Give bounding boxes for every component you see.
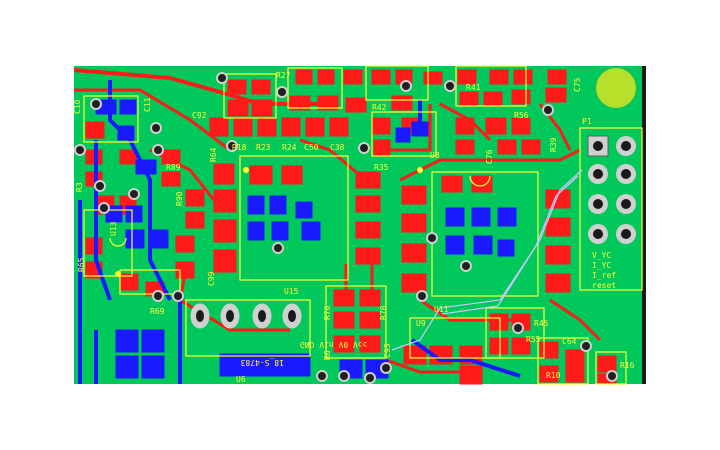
label-u13: U13 (109, 221, 118, 236)
u11-pin1-dot (417, 167, 423, 173)
label-r45: R45 (534, 319, 549, 328)
p1-header[interactable] (587, 135, 636, 244)
label-u11: U11 (434, 305, 449, 314)
label-r10: R10 (546, 371, 561, 380)
label-r23: R23 (256, 143, 271, 152)
connector-label-reset: reset (592, 281, 616, 290)
label-u8: U8 (430, 151, 440, 160)
label-c50: C50 (304, 143, 319, 152)
label-c10: C10 (73, 99, 82, 114)
label-c76: C76 (485, 149, 494, 164)
bottom-header[interactable] (190, 303, 302, 329)
connector-label-i-yc: I_YC (592, 261, 611, 270)
label-c92: C92 (192, 111, 207, 120)
mirrored-header-pins: GND Vin V0 Vcc (300, 340, 368, 349)
label-r3: R3 (75, 182, 84, 192)
label-c11: C11 (143, 97, 152, 112)
label-r39: R39 (549, 137, 558, 152)
vias (74, 72, 618, 384)
connector-label-v-yc: V_YC (592, 251, 611, 260)
label-r90: R90 (175, 191, 184, 206)
label-u6: U6 (236, 375, 246, 384)
label-r16: R16 (620, 361, 635, 370)
highlight-traces (391, 169, 583, 351)
label-c38: C38 (330, 143, 345, 152)
connector-label-i-ref: I_ref (592, 271, 616, 280)
label-u9: U9 (416, 319, 426, 328)
label-r41: R41 (466, 83, 481, 92)
u13-pin1-dot (115, 271, 121, 277)
label-u15: U15 (284, 287, 299, 296)
label-r24: R24 (282, 143, 297, 152)
label-p1: P1 (582, 117, 592, 126)
board-edge (642, 66, 646, 384)
mounting-hole-icon (596, 68, 636, 108)
label-r65: R65 (77, 257, 86, 272)
u15-outline (239, 155, 349, 281)
label-c75: C75 (573, 77, 582, 92)
label-r64: R64 (209, 147, 218, 162)
label-r55: R55 (526, 335, 541, 344)
u15-pin1-dot (243, 167, 249, 173)
label-r42: R42 (372, 103, 387, 112)
label-r78: R78 (379, 305, 388, 320)
p1-outline (579, 127, 643, 291)
label-r89: R89 (166, 163, 181, 172)
label-r70: R70 (323, 305, 332, 320)
label-c93: C93 (383, 343, 392, 358)
label-r56: R56 (514, 111, 529, 120)
label-r6: R6 (323, 350, 332, 360)
label-c99: C99 (207, 271, 216, 286)
mirrored-part-label: 18_S-4783 (240, 358, 284, 367)
label-c64: C64 (562, 337, 577, 346)
label-r69: R69 (150, 307, 165, 316)
label-r27: R27 (276, 71, 291, 80)
label-r35: R35 (374, 163, 389, 172)
label-r18: R18 (232, 143, 247, 152)
